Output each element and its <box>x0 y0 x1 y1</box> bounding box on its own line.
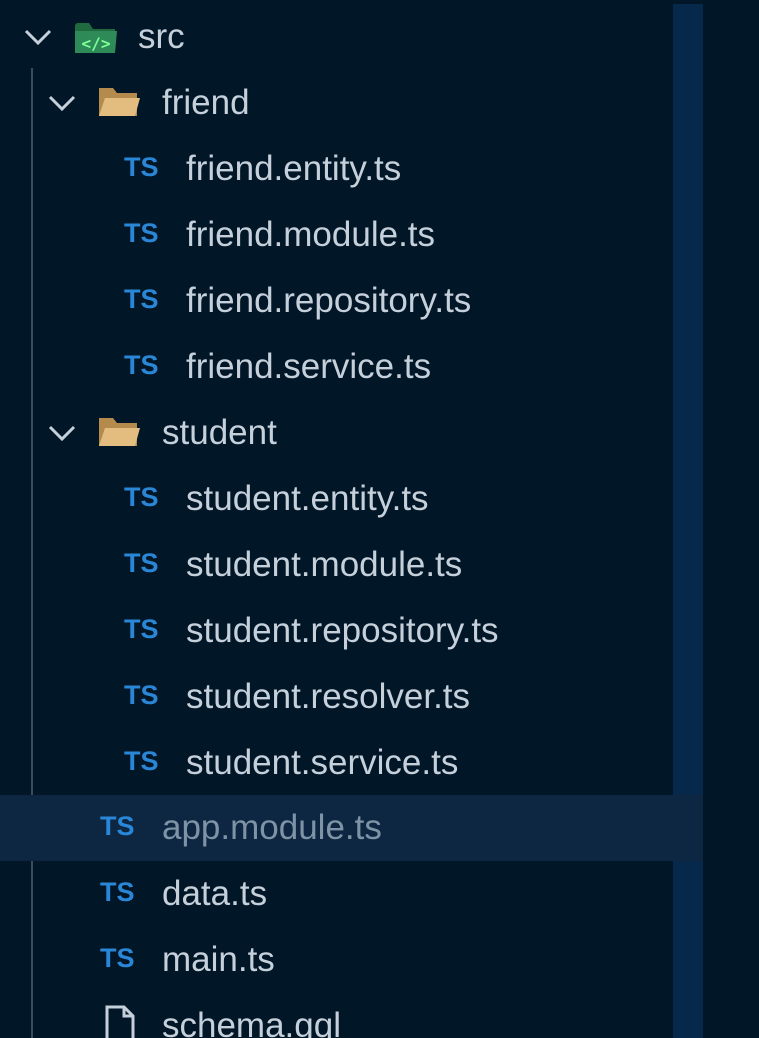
file-item-label: friend.entity.ts <box>186 149 402 188</box>
file-item[interactable]: TS student.entity.ts <box>0 466 703 532</box>
file-item[interactable]: TS student.service.ts <box>0 730 703 796</box>
chevron-down-icon[interactable] <box>21 20 55 54</box>
file-item-selected[interactable]: TS app.module.ts <box>0 795 703 861</box>
file-item-label: student.repository.ts <box>186 611 499 650</box>
file-item[interactable]: TS data.ts <box>0 861 703 927</box>
typescript-icon: TS <box>100 943 135 973</box>
file-item-label: student.resolver.ts <box>186 677 471 716</box>
typescript-icon: TS <box>124 614 159 644</box>
typescript-icon: TS <box>124 680 159 710</box>
file-icon <box>104 1005 136 1038</box>
typescript-icon: TS <box>100 811 135 841</box>
tree-item-src[interactable]: </> src <box>0 4 703 70</box>
file-item-label: friend.service.ts <box>186 347 432 386</box>
scrollbar-track[interactable] <box>703 0 759 1038</box>
file-item-label: friend.repository.ts <box>186 281 472 320</box>
typescript-icon: TS <box>124 284 159 314</box>
folder-open-icon <box>97 84 141 120</box>
typescript-icon: TS <box>100 877 135 907</box>
file-item[interactable]: schema.gql <box>0 993 703 1038</box>
file-item[interactable]: TS friend.service.ts <box>0 334 703 400</box>
file-item[interactable]: TS friend.entity.ts <box>0 136 703 202</box>
file-item-label: student.entity.ts <box>186 479 429 518</box>
file-item[interactable]: TS friend.module.ts <box>0 202 703 268</box>
chevron-down-icon[interactable] <box>45 86 79 120</box>
scrollbar-thumb[interactable] <box>673 4 703 1038</box>
tree-item-label: student <box>162 413 277 452</box>
tree-item-label: src <box>138 17 185 56</box>
file-item-label: schema.gql <box>162 1006 341 1038</box>
file-item[interactable]: TS student.repository.ts <box>0 598 703 664</box>
src-folder-icon: </> <box>73 17 119 57</box>
tree-item-friend[interactable]: friend <box>0 70 703 136</box>
file-item-label: data.ts <box>162 874 268 913</box>
typescript-icon: TS <box>124 152 159 182</box>
file-item-label: main.ts <box>162 940 275 979</box>
folder-open-icon <box>97 414 141 450</box>
file-item[interactable]: TS friend.repository.ts <box>0 268 703 334</box>
file-item[interactable]: TS student.module.ts <box>0 532 703 598</box>
tree-item-student[interactable]: student <box>0 400 703 466</box>
file-item-label: app.module.ts <box>162 808 382 847</box>
tree-item-label: friend <box>162 83 250 122</box>
typescript-icon: TS <box>124 746 159 776</box>
typescript-icon: TS <box>124 548 159 578</box>
file-item-label: student.module.ts <box>186 545 463 584</box>
file-item[interactable]: TS student.resolver.ts <box>0 664 703 730</box>
typescript-icon: TS <box>124 482 159 512</box>
typescript-icon: TS <box>124 218 159 248</box>
file-item-label: student.service.ts <box>186 743 459 782</box>
typescript-icon: TS <box>124 350 159 380</box>
svg-text:</>: </> <box>82 34 111 53</box>
file-item[interactable]: TS main.ts <box>0 927 703 993</box>
indent-guide <box>31 68 33 1038</box>
file-item-label: friend.module.ts <box>186 215 436 254</box>
chevron-down-icon[interactable] <box>45 416 79 450</box>
